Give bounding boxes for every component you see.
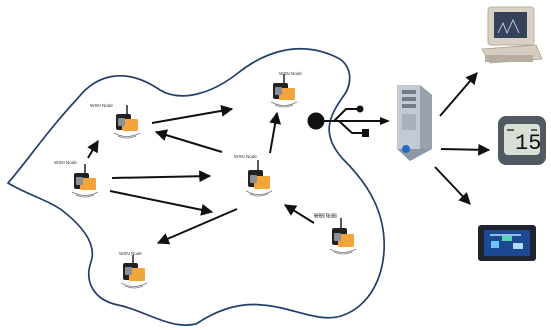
link-arrow [87, 139, 99, 159]
link-arrow [156, 208, 238, 245]
watch-display-value: 15 [515, 131, 541, 156]
link-arrow [154, 129, 223, 153]
link-arrow [151, 104, 234, 124]
wsn-node: WSN Node [119, 251, 148, 289]
link-arrow [111, 170, 212, 183]
output-arrow [439, 72, 478, 117]
wsn-node-label: WSN Node [119, 251, 142, 256]
mesh-links [87, 104, 315, 245]
computer-monitor-icon [481, 6, 543, 64]
wsn-node: WSN Node [314, 214, 357, 255]
link-arrow [109, 190, 214, 216]
usb-icon [307, 105, 390, 137]
wsn-node: WSN Node [270, 71, 302, 108]
output-arrow [440, 143, 491, 156]
output-arrow [434, 166, 471, 205]
link-arrow [269, 111, 282, 154]
wsn-node-label: WSN Node [54, 160, 77, 165]
server-icon [397, 85, 432, 161]
link-arrow [283, 204, 315, 224]
wsn-node-label: WSN Node [314, 212, 337, 217]
wsn-node-label: WSN Node [90, 103, 113, 108]
digital-watch-icon: 15 [498, 116, 546, 165]
wsn-node: WSN Node [314, 212, 337, 217]
wsn-node-label: WSN Node [279, 71, 302, 76]
wsn-node-label: WSN Node [314, 214, 337, 219]
tablet-icon [478, 225, 536, 261]
wsn-node: WSN Node [234, 154, 273, 197]
network-boundary [6, 48, 386, 326]
wsn-node-label: WSN Node [234, 154, 257, 159]
wsn-node: WSN Node [90, 103, 141, 139]
wsn-node: WSN Node [54, 160, 99, 198]
